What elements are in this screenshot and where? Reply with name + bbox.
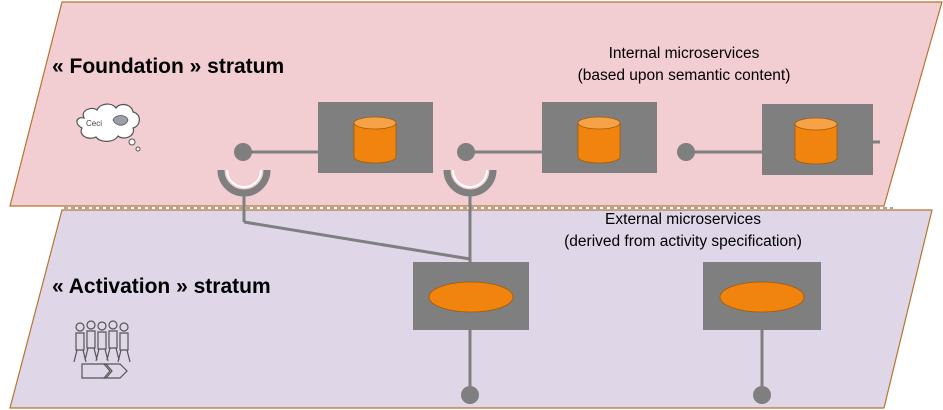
internal-microservice-2 xyxy=(542,102,657,173)
required-interface-socket-1 xyxy=(217,169,271,197)
database-icon xyxy=(353,116,397,164)
external-microservice-2 xyxy=(703,262,821,330)
activation-caption-line-2: (derived from activity specification) xyxy=(564,233,802,250)
database-icon xyxy=(577,116,621,164)
foundation-caption-line-2: (based upon semantic content) xyxy=(578,67,791,84)
activity-icon xyxy=(428,281,514,313)
provided-interface-3 xyxy=(677,143,695,161)
foundation-caption-line-1: Internal microservices xyxy=(609,45,760,62)
internal-microservice-1 xyxy=(318,102,433,173)
connection-lines xyxy=(242,140,880,392)
external-endpoint-2 xyxy=(753,386,771,404)
provided-interface-1 xyxy=(234,143,252,161)
internal-microservice-3 xyxy=(762,104,873,175)
people-group-icon xyxy=(73,320,131,379)
external-microservice-1 xyxy=(413,262,529,330)
activity-icon xyxy=(719,281,805,313)
foundation-stratum-title: « Foundation » stratum xyxy=(52,55,284,78)
required-interface-socket-2 xyxy=(443,169,497,197)
thought-bubble-icon: Ceci xyxy=(76,103,141,152)
external-endpoint-1 xyxy=(461,386,479,404)
activation-stratum-title: « Activation » stratum xyxy=(52,275,271,298)
thought-bubble-label: Ceci xyxy=(86,119,102,128)
database-icon xyxy=(794,117,838,165)
activation-caption-line-1: External microservices xyxy=(605,211,761,228)
provided-interface-2 xyxy=(457,143,475,161)
